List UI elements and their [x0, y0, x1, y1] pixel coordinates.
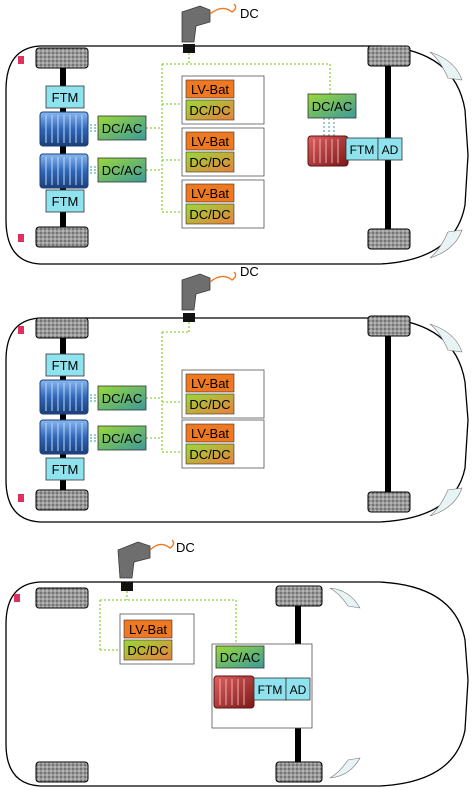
ftm-box	[45, 353, 85, 377]
car-3: DC LV-Bat DC/DC DC/AC FTM AD	[5, 539, 469, 787]
electric-motor-icon	[213, 675, 255, 709]
dc-label: DC	[176, 540, 195, 555]
dcdc-box	[185, 99, 235, 121]
car-1-headlight-bottom	[429, 229, 463, 259]
dc-label: DC	[240, 264, 259, 279]
tire-icon	[35, 761, 89, 783]
tire-icon	[275, 585, 323, 607]
car-2-headlight-top	[429, 323, 463, 353]
tire-icon	[35, 47, 89, 69]
car-1-headlight-top	[429, 51, 463, 81]
dc-label: DC	[240, 6, 259, 21]
ftm-box	[45, 457, 85, 481]
ad-box	[377, 137, 403, 161]
lvbat-box	[185, 373, 235, 393]
car-3-headlight-top	[329, 587, 361, 609]
charger-plug-icon	[181, 271, 237, 322]
car-3-headlight-bottom	[329, 757, 361, 779]
dcdc-box	[185, 443, 235, 465]
lvbat-box	[185, 79, 235, 99]
component-label: LV-Bat	[191, 186, 229, 201]
component-label: FTM	[350, 143, 375, 157]
tire-icon	[367, 315, 411, 337]
dcdc-box	[185, 151, 235, 173]
component-label: DC/AC	[102, 431, 142, 446]
tire-icon	[35, 587, 89, 609]
component-label: DC/DC	[189, 207, 230, 222]
component-label: LV-Bat	[191, 376, 229, 391]
car-2: DC FTM FTM DC/	[5, 264, 469, 523]
tire-icon	[35, 317, 89, 339]
tire-icon	[35, 489, 89, 511]
component-label: DC/AC	[102, 121, 142, 136]
car-3-body	[5, 581, 469, 787]
component-label: LV-Bat	[191, 134, 229, 149]
component-label: DC/DC	[189, 155, 230, 170]
lvbat-box	[185, 131, 235, 151]
component-label: DC/DC	[189, 397, 230, 412]
car-1: DC FTM FTM	[5, 3, 469, 265]
tire-icon	[367, 45, 411, 67]
component-label: FTM	[52, 358, 79, 373]
lvbat-box	[185, 423, 235, 443]
tire-icon	[367, 491, 411, 513]
tire-icon	[275, 761, 323, 783]
component-label: FTM	[52, 194, 79, 209]
component-label: DC/DC	[189, 447, 230, 462]
component-label: DC/AC	[220, 650, 260, 665]
car-1-tail-marker	[18, 56, 24, 64]
dcac-box	[97, 157, 147, 183]
component-label: AD	[290, 683, 307, 697]
car-2-tail-marker	[18, 494, 24, 502]
component-label: DC/DC	[189, 103, 230, 118]
electric-motor-icon	[307, 135, 349, 167]
component-label: LV-Bat	[191, 82, 229, 97]
dcac-box	[97, 385, 147, 411]
lvbat-box	[123, 619, 173, 639]
ad-box	[285, 677, 311, 701]
lvbat-box	[185, 183, 235, 203]
tire-icon	[35, 226, 89, 248]
car-2-headlight-bottom	[429, 487, 463, 517]
component-label: AD	[382, 143, 399, 157]
component-label: FTM	[258, 683, 283, 697]
dcdc-box	[185, 203, 235, 225]
component-label: LV-Bat	[191, 426, 229, 441]
dcac-box	[97, 115, 147, 141]
electric-motor-icon	[39, 379, 89, 415]
component-label: DC/DC	[127, 643, 168, 658]
dcdc-box	[185, 393, 235, 415]
charger-plug-icon	[117, 539, 175, 591]
component-label: DC/AC	[102, 163, 142, 178]
ftm-box	[45, 189, 85, 213]
car-1-tail-marker	[18, 234, 24, 242]
charger-plug-icon	[181, 3, 237, 53]
dcac-box	[307, 93, 357, 119]
component-label: LV-Bat	[129, 622, 167, 637]
component-label: DC/AC	[312, 99, 352, 114]
car-2-tail-marker	[18, 326, 24, 334]
electric-motor-icon	[39, 419, 89, 455]
dcac-box	[97, 425, 147, 451]
electric-motor-icon	[39, 153, 89, 189]
component-label: DC/AC	[102, 391, 142, 406]
component-label: FTM	[52, 462, 79, 477]
tire-icon	[367, 228, 411, 250]
dcac-box	[215, 645, 265, 669]
car-3-tail-marker	[14, 594, 20, 602]
dcdc-box	[123, 639, 173, 661]
component-label: FTM	[52, 90, 79, 105]
ftm-box	[45, 85, 85, 109]
electric-motor-icon	[39, 111, 89, 147]
